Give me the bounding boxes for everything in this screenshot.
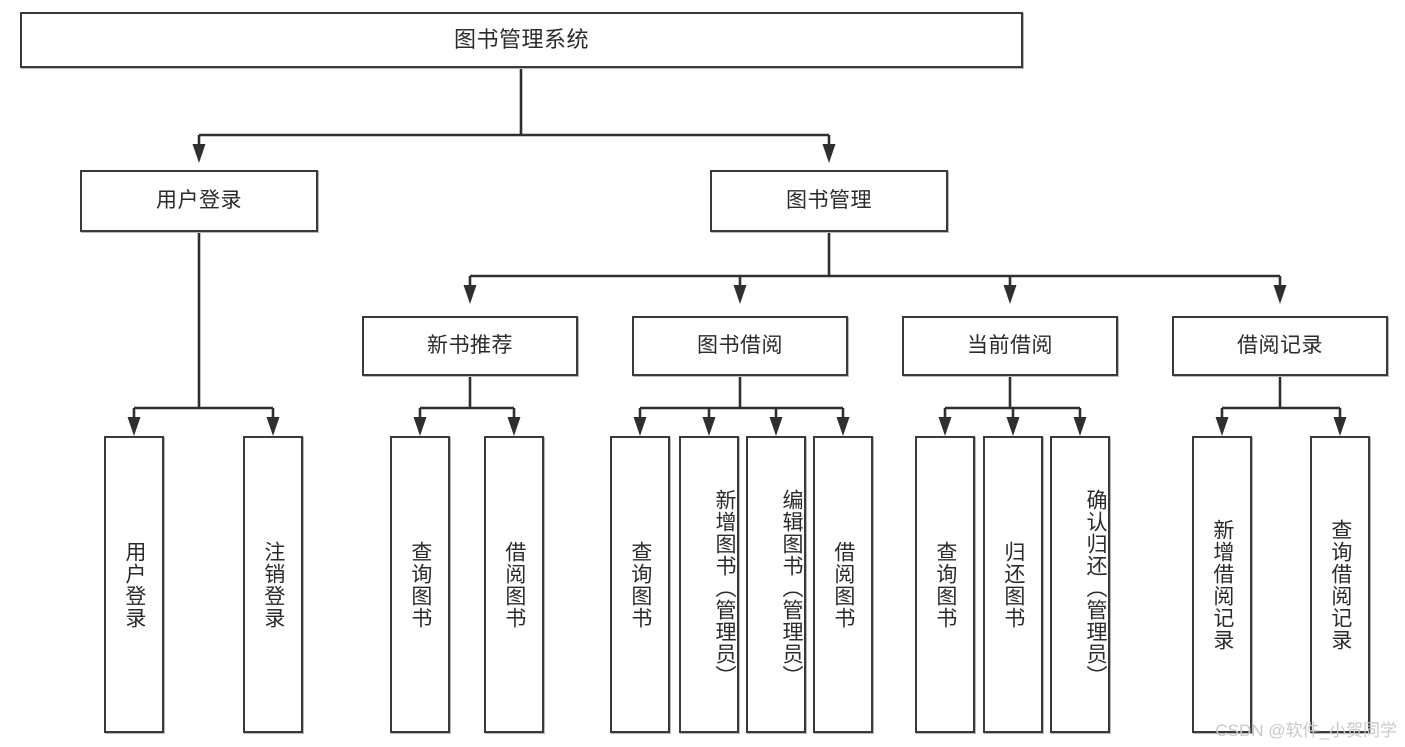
node-label: 查询借阅记录 xyxy=(1328,518,1352,651)
node-leaf-query-borrow-record[interactable]: 查询借阅记录 xyxy=(1310,436,1370,733)
node-label: 查询图书 xyxy=(408,540,432,629)
node-root[interactable]: 图书管理系统 xyxy=(20,12,1023,68)
node-label: 当前借阅 xyxy=(967,334,1053,358)
connector-arrowhead xyxy=(1073,417,1087,436)
connector-arrowhead xyxy=(1003,285,1017,304)
node-label: 确认归还（管理员） xyxy=(1084,488,1107,687)
node-label: 新增借阅记录 xyxy=(1210,518,1234,651)
node-label: 用户登录 xyxy=(122,540,146,629)
node-leaf-borrow-book-2[interactable]: 借阅图书 xyxy=(813,436,873,733)
connector-arrowhead xyxy=(266,417,280,436)
connector-arrowhead xyxy=(463,285,477,304)
connector-arrowhead xyxy=(836,417,850,436)
connector-arrowhead xyxy=(1333,417,1347,436)
connector-arrowhead xyxy=(1006,417,1020,436)
node-label: 借阅图书 xyxy=(502,540,526,629)
watermark-text: CSDN @软件_小贺同学 xyxy=(1215,721,1397,740)
node-book-manage[interactable]: 图书管理 xyxy=(710,170,948,232)
node-label: 注销登录 xyxy=(261,540,285,629)
node-leaf-borrow-book-1[interactable]: 借阅图书 xyxy=(484,436,544,733)
connector-arrowhead xyxy=(822,144,836,163)
connector-arrowhead xyxy=(1215,417,1229,436)
connector-arrowhead xyxy=(127,417,141,436)
connector-arrowhead xyxy=(633,417,647,436)
node-label: 新增图书（管理员） xyxy=(713,488,736,687)
connector-arrowhead xyxy=(733,285,747,304)
node-label: 查询图书 xyxy=(933,540,957,629)
connector-arrowhead xyxy=(1273,285,1287,304)
connector-arrowhead xyxy=(769,417,783,436)
node-leaf-edit-book-admin[interactable]: 编辑图书（管理员） xyxy=(746,436,806,733)
node-leaf-add-borrow-record[interactable]: 新增借阅记录 xyxy=(1192,436,1252,733)
node-user-login[interactable]: 用户登录 xyxy=(80,170,318,232)
node-label: 图书借阅 xyxy=(697,334,783,358)
node-leaf-logout-login[interactable]: 注销登录 xyxy=(243,436,303,733)
connector-arrowhead xyxy=(938,417,952,436)
connector-arrowhead xyxy=(507,417,521,436)
node-label: 借阅记录 xyxy=(1237,334,1323,358)
node-leaf-query-book-2[interactable]: 查询图书 xyxy=(610,436,670,733)
node-label: 新书推荐 xyxy=(427,334,513,358)
node-new-book-recommend[interactable]: 新书推荐 xyxy=(362,316,578,376)
node-label: 查询图书 xyxy=(628,540,652,629)
node-label: 图书管理系统 xyxy=(453,26,589,52)
node-book-borrow[interactable]: 图书借阅 xyxy=(632,316,848,376)
connector-arrowhead xyxy=(192,144,206,163)
connector-arrowhead xyxy=(413,417,427,436)
node-leaf-query-book-1[interactable]: 查询图书 xyxy=(390,436,450,733)
node-label: 图书管理 xyxy=(786,189,872,213)
node-label: 编辑图书（管理员） xyxy=(780,488,803,687)
node-leaf-confirm-return-admin[interactable]: 确认归还（管理员） xyxy=(1050,436,1110,733)
node-label: 归还图书 xyxy=(1001,540,1025,629)
node-leaf-add-book-admin[interactable]: 新增图书（管理员） xyxy=(679,436,739,733)
node-leaf-query-book-3[interactable]: 查询图书 xyxy=(915,436,975,733)
connector-arrowhead xyxy=(702,417,716,436)
node-label: 用户登录 xyxy=(156,189,242,213)
node-leaf-user-login[interactable]: 用户登录 xyxy=(104,436,164,733)
node-current-borrow[interactable]: 当前借阅 xyxy=(902,316,1118,376)
node-borrow-record[interactable]: 借阅记录 xyxy=(1172,316,1388,376)
node-leaf-return-book[interactable]: 归还图书 xyxy=(983,436,1043,733)
node-label: 借阅图书 xyxy=(831,540,855,629)
